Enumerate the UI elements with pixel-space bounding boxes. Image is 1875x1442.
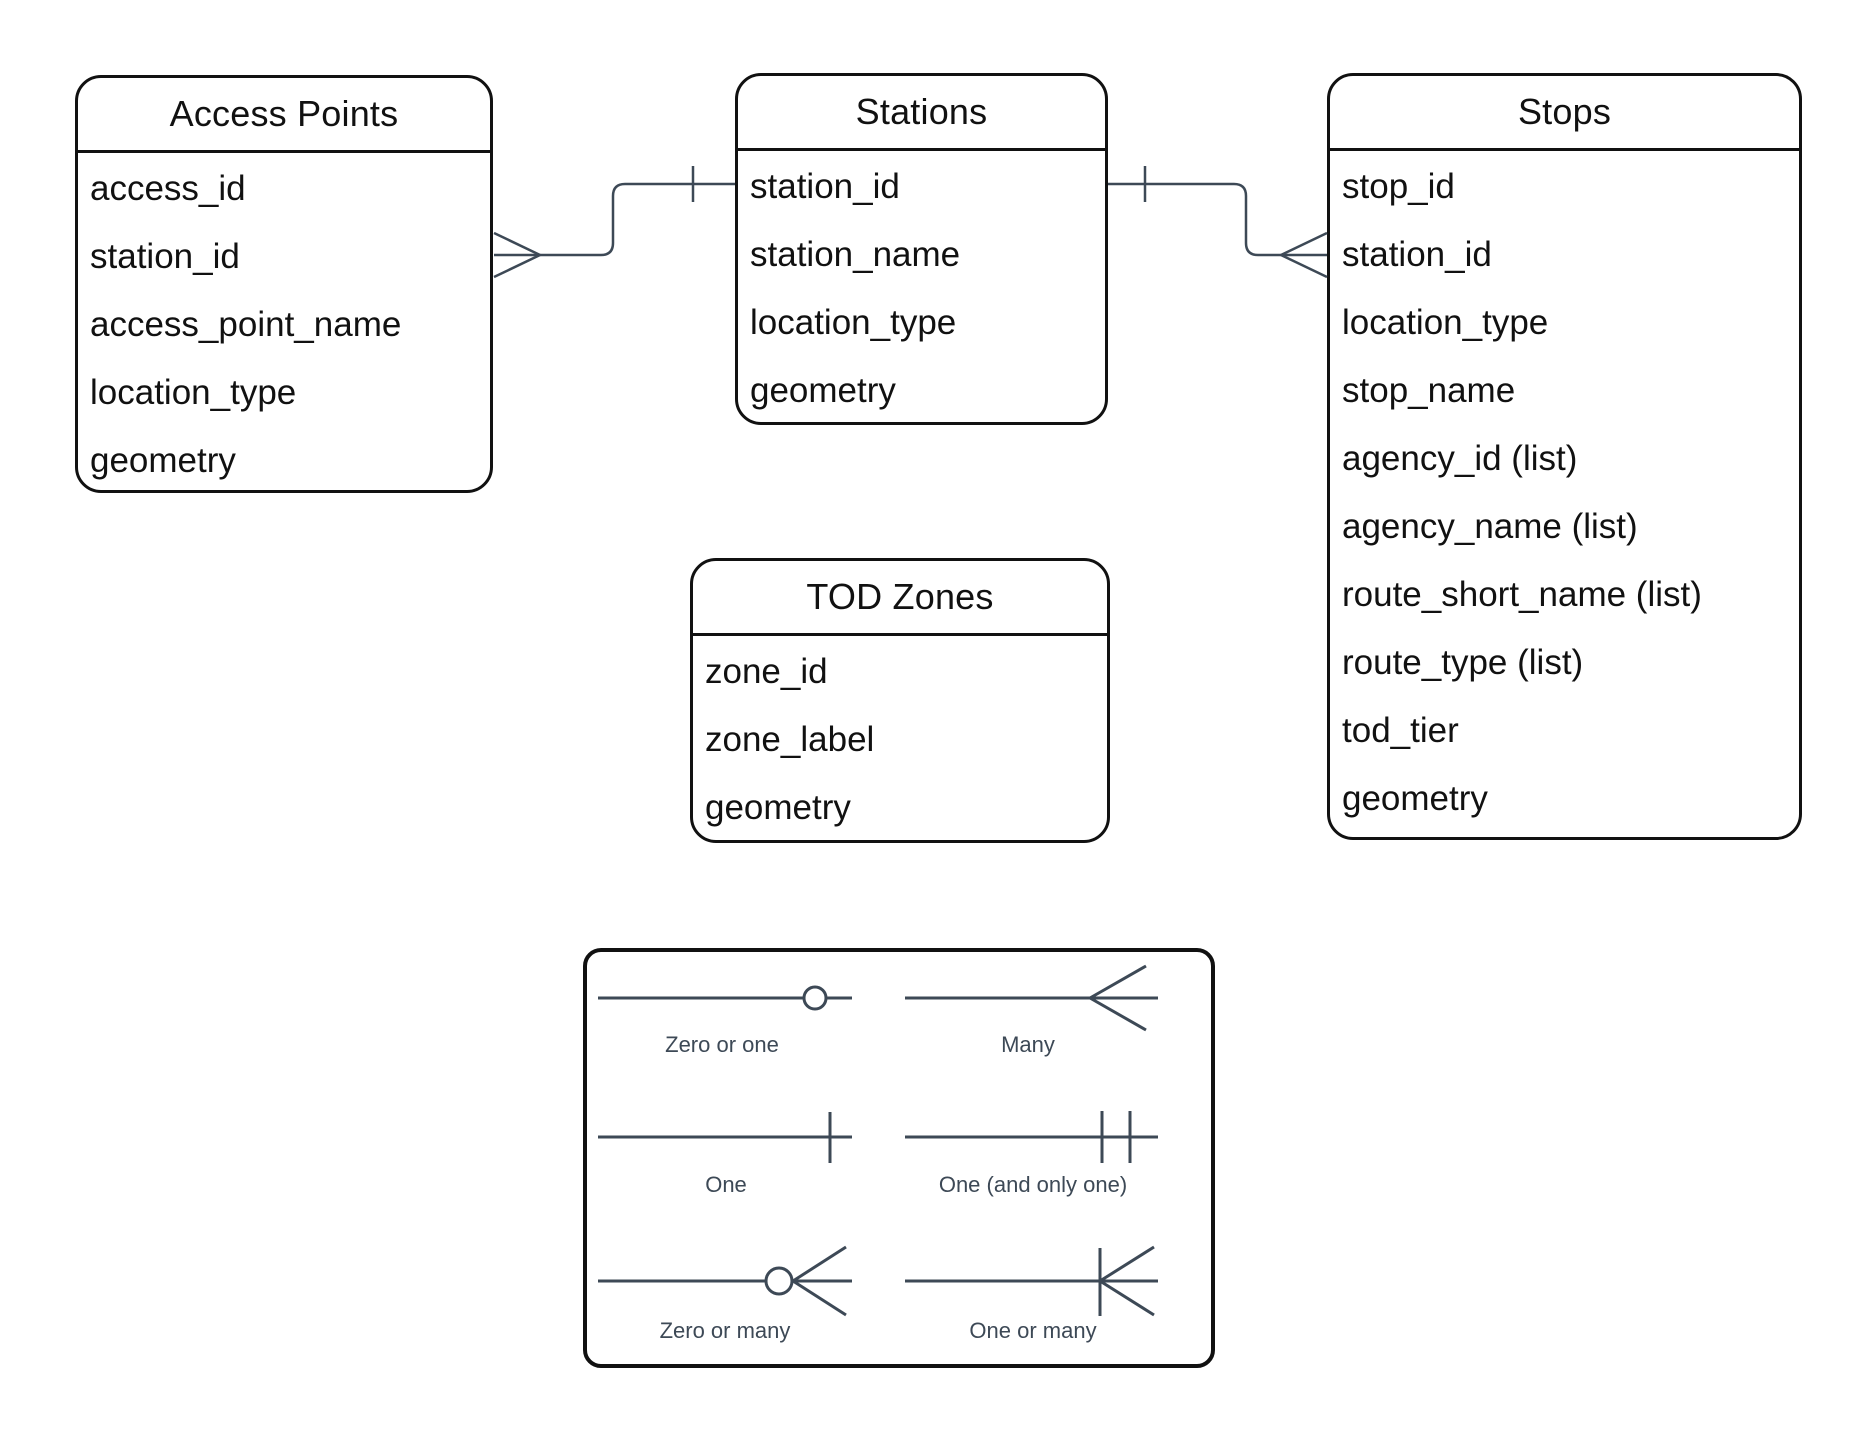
field-zone-label: zone_label bbox=[705, 720, 875, 759]
field-station-id: station_id bbox=[90, 237, 240, 276]
legend-label-one-or-many: One or many bbox=[969, 1318, 1097, 1343]
field-agency-id: agency_id (list) bbox=[1342, 439, 1578, 478]
field-route-type: route_type (list) bbox=[1342, 643, 1584, 682]
many-crowfoot-icon bbox=[1280, 231, 1328, 257]
entity-title: TOD Zones bbox=[693, 561, 1107, 636]
entity-field-list: station_id station_name location_type ge… bbox=[738, 151, 1105, 422]
field-stop-name: stop_name bbox=[1342, 371, 1516, 410]
entity-title: Access Points bbox=[78, 78, 490, 153]
field-geometry: geometry bbox=[750, 371, 896, 410]
legend-label-one: One bbox=[705, 1172, 747, 1197]
field-route-short-name: route_short_name (list) bbox=[1342, 575, 1702, 614]
field-tod-tier: tod_tier bbox=[1342, 711, 1459, 750]
field-access-point-name: access_point_name bbox=[90, 305, 402, 344]
entity-stations: Stations station_id station_name locatio… bbox=[735, 73, 1108, 425]
entity-tod-zones: TOD Zones zone_id zone_label geometry bbox=[690, 558, 1110, 843]
field-agency-name: agency_name (list) bbox=[1342, 507, 1638, 546]
field-station-id: station_id bbox=[1342, 235, 1492, 274]
field-station-name: station_name bbox=[750, 235, 961, 274]
legend-label-zero-or-one: Zero or one bbox=[665, 1032, 779, 1057]
legend-label-many: Many bbox=[1001, 1032, 1055, 1057]
connector-access-points-to-stations bbox=[493, 166, 735, 279]
legend-label-zero-or-many: Zero or many bbox=[659, 1318, 791, 1343]
field-access-id: access_id bbox=[90, 169, 246, 208]
entity-stops: Stops stop_id station_id location_type s… bbox=[1327, 73, 1802, 840]
legend-label-one-and-only-one: One (and only one) bbox=[938, 1172, 1128, 1197]
field-location-type: location_type bbox=[750, 303, 957, 342]
field-location-type: location_type bbox=[1342, 303, 1549, 342]
entity-title: Stops bbox=[1330, 76, 1799, 151]
many-crowfoot-icon bbox=[493, 231, 541, 257]
field-stop-id: stop_id bbox=[1342, 167, 1455, 206]
entity-field-list: zone_id zone_label geometry bbox=[693, 636, 1107, 840]
field-zone-id: zone_id bbox=[705, 652, 828, 691]
field-location-type: location_type bbox=[90, 373, 297, 412]
entity-title: Stations bbox=[738, 76, 1105, 151]
field-geometry: geometry bbox=[90, 441, 236, 480]
entity-access-points: Access Points access_id station_id acces… bbox=[75, 75, 493, 493]
entity-field-list: stop_id station_id location_type stop_na… bbox=[1330, 151, 1799, 833]
field-station-id: station_id bbox=[750, 167, 900, 206]
entity-field-list: access_id station_id access_point_name l… bbox=[78, 153, 490, 490]
field-geometry: geometry bbox=[705, 788, 851, 827]
legend-box bbox=[583, 948, 1215, 1368]
connector-stations-to-stops bbox=[1108, 166, 1328, 279]
field-geometry: geometry bbox=[1342, 779, 1488, 818]
